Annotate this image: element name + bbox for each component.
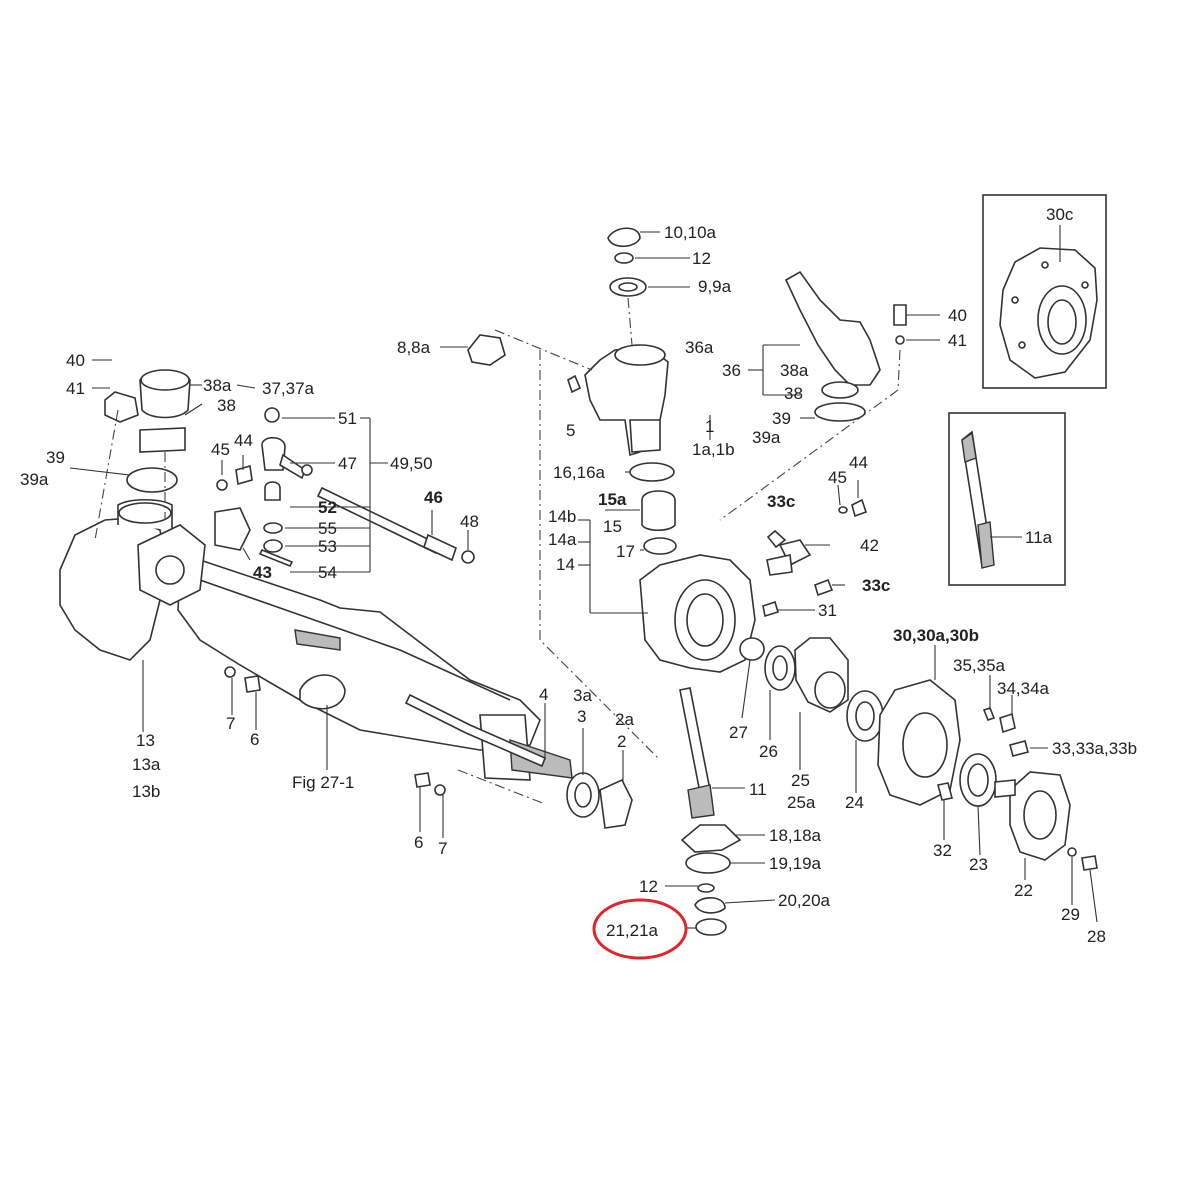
label-13b: 13b [132,782,160,801]
label-14a: 14a [548,530,577,549]
label-38a-left: 38a [203,376,232,395]
label-39-right: 39 [772,409,791,428]
label-21-21a: 21,21a [606,921,659,940]
label-36: 36 [722,361,741,380]
label-12-bottom: 12 [639,877,658,896]
label-46: 46 [424,488,443,507]
label-37-37a: 37,37a [262,379,315,398]
label-40-left: 40 [66,351,85,370]
label-28: 28 [1087,927,1106,946]
label-41-left: 41 [66,379,85,398]
label-16-16a: 16,16a [553,463,606,482]
label-32: 32 [933,841,952,860]
label-34-34a: 34,34a [997,679,1050,698]
label-51: 51 [338,409,357,428]
label-33-33a-33b: 33,33a,33b [1052,739,1137,758]
label-41-right: 41 [948,331,967,350]
label-14b: 14b [548,507,576,526]
label-45-right: 45 [828,468,847,487]
right-king-pin [467,227,669,457]
label-54: 54 [318,563,337,582]
label-4: 4 [539,685,548,704]
label-9-9a: 9,9a [698,277,732,296]
label-1: 1 [705,417,714,436]
label-6-a: 6 [250,730,259,749]
label-15: 15 [603,517,622,536]
label-25: 25 [791,771,810,790]
label-11: 11 [749,780,767,799]
label-29: 29 [1061,905,1080,924]
label-6-b: 6 [414,833,423,852]
label-31: 31 [818,601,837,620]
right-knuckle [539,270,907,761]
label-13a: 13a [132,755,161,774]
label-35-35a: 35,35a [953,656,1006,675]
label-7-a: 7 [226,714,235,733]
label-19-19a: 19,19a [769,854,822,873]
label-27: 27 [729,723,748,742]
label-44-right: 44 [849,453,868,472]
label-45-left: 45 [211,440,230,459]
left-knuckle [59,369,206,661]
label-47: 47 [338,454,357,473]
label-42: 42 [860,536,879,555]
label-36a: 36a [685,338,714,357]
leader-lines [69,231,1098,929]
label-10-10a: 10,10a [664,223,717,242]
label-39a-right: 39a [752,428,781,447]
axle-shaft-parts [224,666,633,829]
label-38a-right: 38a [780,361,809,380]
inset-30c [982,194,1107,389]
label-30-30a-30b: 30,30a,30b [893,626,979,645]
label-5: 5 [566,421,575,440]
label-33c-b: 33c [862,576,890,595]
label-3: 3 [577,707,586,726]
label-22: 22 [1014,881,1033,900]
drive-parts [679,637,1098,936]
label-39a-left: 39a [20,470,49,489]
label-40-right: 40 [948,306,967,325]
label-53: 53 [318,537,337,556]
label-38-right: 38 [784,384,803,403]
label-2a: 2a [615,710,634,729]
label-23: 23 [969,855,988,874]
part-labels: 10,10a 12 9,9a 30c 8,8a 36a 36 38a 38 39… [20,205,1137,946]
label-2: 2 [617,732,626,751]
label-55: 55 [318,519,337,538]
label-26: 26 [759,742,778,761]
label-52: 52 [318,498,337,517]
label-49-50: 49,50 [390,454,433,473]
label-8-8a: 8,8a [397,338,431,357]
label-48: 48 [460,512,479,531]
label-11a: 11a [1025,528,1053,547]
label-30c: 30c [1046,205,1074,224]
inset-11a [948,412,1066,586]
label-7-b: 7 [438,839,447,858]
label-13: 13 [136,731,155,750]
label-43: 43 [253,563,272,582]
label-25a: 25a [787,793,816,812]
label-44-left: 44 [234,431,253,450]
highlight-circle [592,898,688,960]
label-18-18a: 18,18a [769,826,822,845]
label-14: 14 [556,555,575,574]
label-20-20a: 20,20a [778,891,831,910]
label-17: 17 [616,542,635,561]
label-1a-1b: 1a,1b [692,440,735,459]
label-38-left: 38 [217,396,236,415]
label-12-top: 12 [692,249,711,268]
label-33c-a: 33c [767,492,795,511]
label-15a: 15a [598,490,627,509]
label-3a: 3a [573,686,592,705]
tie-rod-parts [214,407,475,568]
label-24: 24 [845,793,864,812]
label-fig: Fig 27-1 [292,773,354,792]
axle-housing [177,559,573,781]
label-39-left: 39 [46,448,65,467]
